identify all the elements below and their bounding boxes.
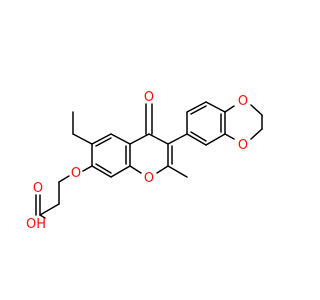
ethyl-group [72,111,93,145]
dioxole-oxygen-bottom-label: O [238,138,248,153]
benzo-ring [91,133,131,178]
bond [110,133,131,145]
aromatic-inner-bond [190,105,207,115]
pyranone-ring [129,103,173,174]
aromatic-inner-bond [95,163,112,174]
bond [148,133,169,145]
bond [250,104,263,116]
bond [205,101,226,113]
benzodioxole-ring [167,101,263,146]
bond [91,165,112,178]
bond [186,101,207,113]
bond [224,133,235,140]
bond [39,214,46,219]
bond [250,128,263,140]
aromatic-inner-bond [95,137,112,147]
molecule-canvas: O O O O OH O O [25,90,263,232]
bond [186,133,207,146]
bond [224,105,235,113]
aromatic-inner-bond [190,131,207,142]
bond [72,133,93,145]
structure-diagram: O O O O OH O O [26,90,263,232]
bond [167,133,188,145]
ether-oxygen-label: O [71,166,81,181]
oxyacetic-acid-chain [35,165,93,219]
methyl-bond [167,165,188,178]
bond [91,133,112,145]
bond [82,165,93,172]
dioxole-oxygen-top-label: O [238,94,248,109]
carbonyl-oxygen-label: O [144,90,154,105]
hydroxyl-label: OH [26,217,46,232]
acid-carbonyl-oxygen-label: O [33,181,43,196]
bond [58,175,70,183]
bond [156,165,169,174]
bond [205,133,226,146]
ring-oxygen-label: O [144,171,154,186]
bond [129,165,142,174]
bond [129,133,150,145]
bond [39,203,60,216]
bond [110,165,131,178]
